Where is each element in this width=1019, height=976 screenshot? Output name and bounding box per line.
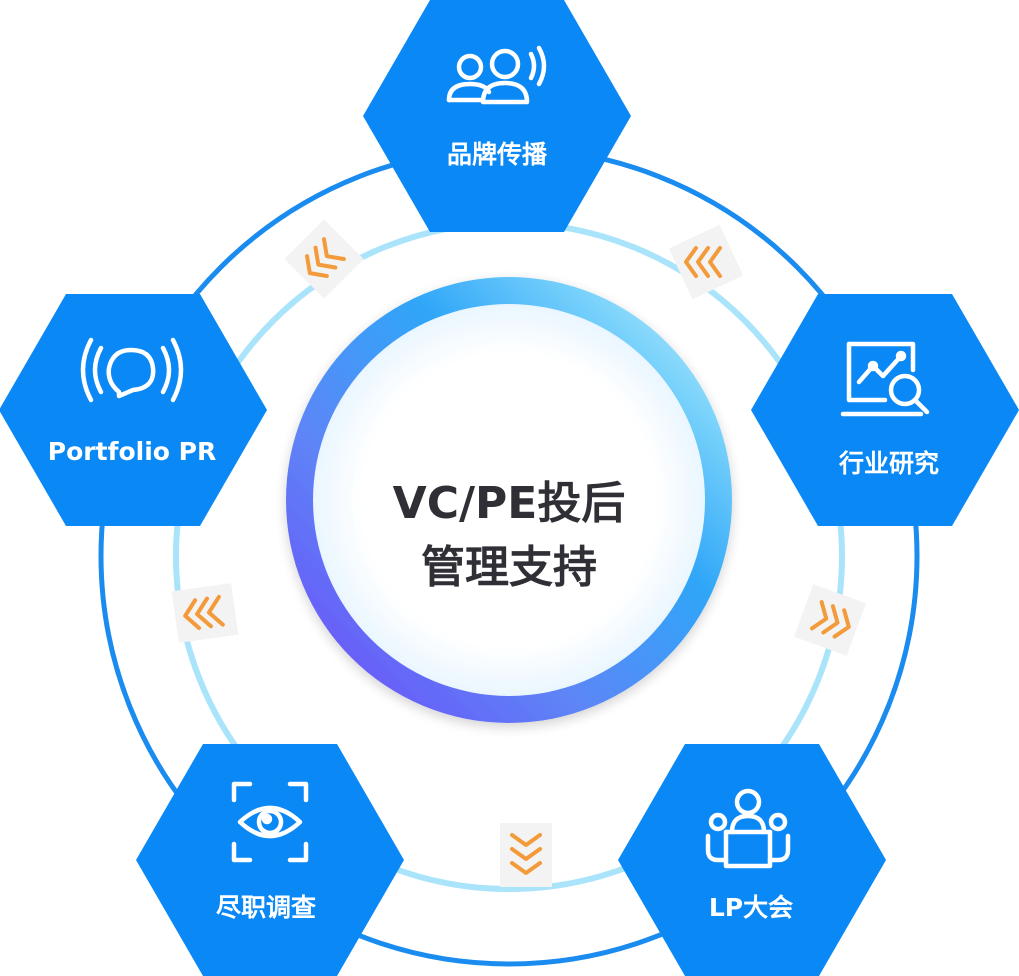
node-label: 行业研究 — [838, 449, 939, 478]
chevron-arrow-icon — [810, 600, 851, 639]
chevron-arrow-icon — [684, 246, 722, 278]
center-ring — [286, 277, 732, 723]
hexagon-shape — [618, 744, 886, 976]
hexagon-shape — [0, 294, 267, 526]
center-title-line2: 管理支持 — [421, 542, 597, 593]
node-label: 尽职调查 — [216, 893, 316, 922]
node-brand-communication[interactable]: 品牌传播 — [363, 0, 631, 232]
arrow-tile-top-right — [668, 224, 744, 300]
node-portfolio-pr[interactable]: Portfolio PR — [0, 294, 267, 526]
arrow-tile-right — [794, 584, 866, 656]
node-industry-research[interactable]: 行业研究 — [751, 294, 1019, 526]
node-label: Portfolio PR — [48, 437, 216, 466]
audience-broadcast-icon — [446, 45, 547, 105]
chevron-arrow-icon — [305, 237, 346, 278]
arrow-tile-bottom — [500, 823, 552, 887]
chat-broadcast-icon — [80, 337, 184, 403]
arrow-tile-left — [171, 583, 239, 643]
node-label: LP大会 — [709, 893, 793, 922]
node-lp-conference[interactable]: LP大会 — [618, 744, 886, 976]
chevron-arrow-icon — [183, 594, 225, 630]
node-label: 品牌传播 — [447, 140, 548, 169]
meeting-table-icon — [705, 788, 791, 869]
hexagon-shape — [363, 0, 631, 232]
eye-scan-icon — [231, 781, 309, 863]
node-due-diligence[interactable]: 尽职调查 — [136, 744, 404, 976]
arrow-tile-top-left — [284, 219, 364, 299]
chevron-arrow-icon — [510, 833, 542, 875]
hexagon-shape — [751, 294, 1019, 526]
hexagon-shape — [136, 744, 404, 976]
center-title-line1: VC/PE投后 — [393, 478, 626, 529]
chart-magnifier-icon — [840, 341, 930, 417]
